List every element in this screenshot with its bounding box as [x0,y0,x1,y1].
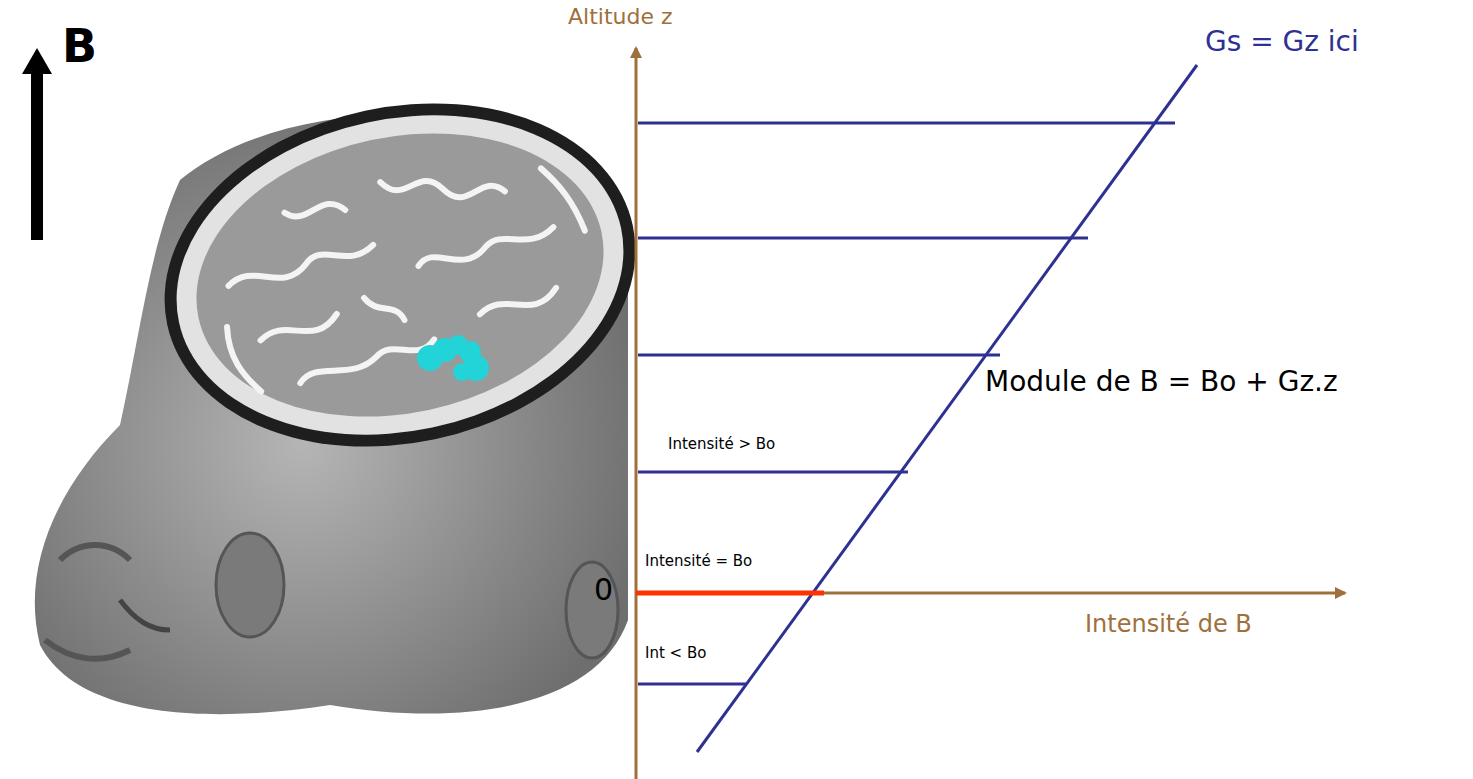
reference-level [636,591,824,596]
head-illustration [35,61,668,714]
origin-label: 0 [594,573,613,608]
level-label: Int < Bo [645,645,706,662]
level-label: Intensité > Bo [668,436,775,453]
axis-title: Altitude z [568,4,673,29]
field-arrow [22,48,52,240]
axis-title: Intensité de B [1085,611,1252,639]
level-label: Intensité = Bo [645,553,752,570]
gradient-lines [638,65,1197,752]
field-label: B [62,20,97,73]
formula: Module de B = Bo + Gz.z [985,366,1338,398]
activation-blob [417,335,489,381]
axes [636,48,1345,779]
gradient-label: Gs = Gz ici [1205,26,1359,58]
